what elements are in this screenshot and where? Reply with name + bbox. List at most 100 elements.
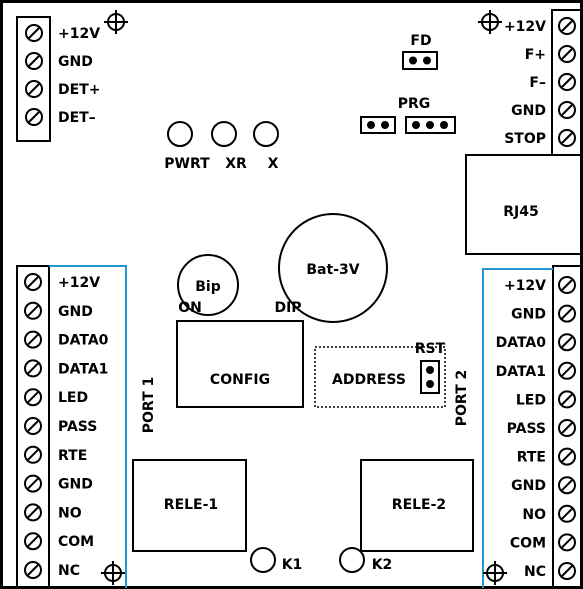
- terminal-pin-label: F–: [529, 75, 546, 91]
- port1-pin-label: GND: [58, 304, 93, 320]
- buzzer: Bip: [177, 254, 239, 316]
- terminal-screw-icon: [24, 388, 42, 407]
- led-pwrt: [167, 121, 193, 147]
- terminal-screw-icon: [558, 447, 576, 466]
- port1-pin-label: LED: [58, 390, 88, 406]
- port1-pin-label: GND: [58, 477, 93, 493]
- address-label: ADDRESS: [332, 372, 406, 388]
- mounting-hole-bottom-left: [101, 561, 125, 585]
- terminal-pin-label: +12V: [504, 19, 546, 35]
- terminal-screw-icon: [24, 503, 42, 522]
- led-pwrt-label: PWRT: [164, 156, 210, 172]
- terminal-screw-icon: [558, 562, 576, 580]
- k1-label: K1: [282, 557, 303, 573]
- status-leds: PWRT XR X: [164, 121, 279, 172]
- terminal-pin-label: STOP: [504, 131, 546, 147]
- port1-pin-label: PASS: [58, 419, 97, 435]
- terminal-screw-icon: [558, 476, 576, 495]
- led-k2: [339, 547, 365, 573]
- rst-jumper: RST: [415, 341, 446, 394]
- port1-pin-label: NO: [58, 505, 82, 521]
- fd-label: FD: [410, 33, 431, 49]
- terminal-screw-icon: [24, 301, 42, 320]
- port2-pin-label: RTE: [517, 450, 546, 466]
- port2-label: PORT 2: [454, 370, 470, 426]
- on-label: ON: [178, 300, 202, 316]
- terminal-screw-icon: [558, 304, 576, 323]
- led-xr-label: XR: [225, 156, 247, 172]
- terminal-screw-icon: [24, 445, 42, 464]
- terminal-screw-icon: [24, 273, 42, 291]
- led-k1: [250, 547, 276, 573]
- port2-pin-label: PASS: [507, 421, 546, 437]
- port2-pin-label: NO: [522, 507, 546, 523]
- terminal-pin-label: GND: [511, 103, 546, 119]
- port1-pin-label: +12V: [58, 275, 100, 291]
- mounting-hole-top-right: [478, 10, 502, 34]
- terminal-screw-icon: [24, 417, 42, 435]
- terminal-screw-icon: [24, 561, 42, 579]
- terminal-screw-icon: [558, 276, 576, 294]
- rele2-label: RELE-2: [392, 497, 446, 513]
- port2-pin-label: GND: [511, 478, 546, 494]
- terminal-pin-label: GND: [58, 54, 93, 70]
- rst-label: RST: [415, 341, 446, 357]
- port2-pin-label: +12V: [504, 278, 546, 294]
- address-switch: ADDRESS: [314, 346, 446, 408]
- led-x-label: X: [268, 156, 279, 172]
- port1-label: PORT 1: [141, 377, 157, 433]
- port2-pin-label: COM: [510, 535, 546, 551]
- rj45-label: RJ45: [503, 204, 538, 220]
- config-label: CONFIG: [210, 372, 270, 388]
- rele1-label: RELE-1: [164, 497, 218, 513]
- terminal-screw-icon: [25, 80, 43, 98]
- port2-pin-label: DATA0: [496, 335, 547, 351]
- terminal-screw-icon: [25, 108, 43, 126]
- terminal-screw-icon: [558, 504, 576, 523]
- config-dip-switch: ON DIP CONFIG: [176, 300, 304, 408]
- terminal-screw-icon: [558, 101, 576, 119]
- terminal-screw-icon: [558, 390, 576, 409]
- mounting-hole-bottom-right: [483, 561, 507, 585]
- terminal-screw-icon: [25, 52, 43, 70]
- port1-pin-label: DATA1: [58, 361, 108, 377]
- terminal-screw-icon: [558, 129, 576, 147]
- port1-pin-label: DATA0: [58, 333, 109, 349]
- terminal-pin-label: +12V: [58, 26, 100, 42]
- port2-pin-label: GND: [511, 307, 546, 323]
- dip-label: DIP: [274, 300, 301, 316]
- terminal-screw-icon: [24, 330, 42, 349]
- battery-label: Bat-3V: [306, 262, 359, 278]
- terminal-screw-icon: [558, 17, 576, 35]
- top-left-terminal-block: +12V GND DET+ DET–: [16, 16, 100, 142]
- terminal-screw-icon: [558, 419, 576, 437]
- relay-1: RELE-1: [132, 459, 247, 552]
- terminal-screw-icon: [24, 532, 42, 551]
- port1-pin-label: NC: [58, 563, 80, 579]
- port2-pin-label: LED: [516, 392, 546, 408]
- terminal-pin-label: F+: [525, 47, 546, 63]
- port2-pin-label: NC: [524, 564, 546, 580]
- prg-label: PRG: [398, 96, 431, 112]
- prg-jumper: PRG: [360, 96, 456, 134]
- relay-leds: K1 K2: [250, 547, 392, 573]
- terminal-pin-label: DET–: [58, 110, 96, 126]
- rj45-connector: RJ45: [465, 154, 582, 255]
- terminal-screw-icon: [558, 333, 576, 352]
- port1-pin-label: RTE: [58, 448, 87, 464]
- fd-jumper: FD: [402, 33, 438, 70]
- battery: Bat-3V: [278, 213, 388, 323]
- terminal-screw-icon: [24, 474, 42, 493]
- bip-label: Bip: [195, 279, 221, 295]
- terminal-screw-icon: [24, 359, 42, 378]
- terminal-pin-label: DET+: [58, 82, 100, 98]
- terminal-screw-icon: [558, 533, 576, 552]
- terminal-screw-icon: [558, 361, 576, 380]
- led-x: [253, 121, 279, 147]
- terminal-screw-icon: [558, 73, 576, 91]
- led-xr: [211, 121, 237, 147]
